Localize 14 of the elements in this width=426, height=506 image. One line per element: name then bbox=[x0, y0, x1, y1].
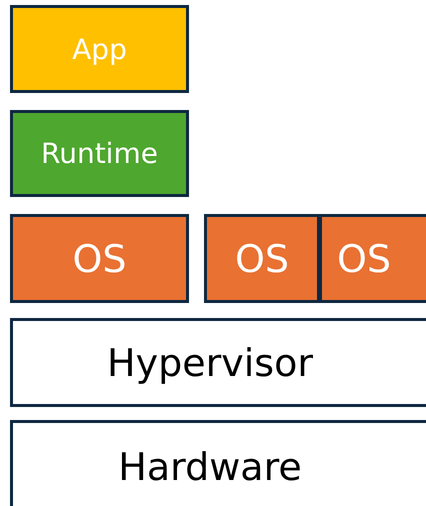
hypervisor-layer-box bbox=[10, 318, 426, 407]
layer-label: Hardware bbox=[118, 445, 302, 489]
runtime-layer-box bbox=[10, 110, 189, 197]
app-layer-box bbox=[10, 5, 189, 93]
os-layer-box bbox=[10, 214, 189, 303]
layer-label: OS bbox=[234, 236, 290, 280]
layer-label: OS bbox=[72, 236, 127, 280]
layer-label: Hypervisor bbox=[107, 340, 313, 384]
layer-label: App bbox=[72, 32, 127, 66]
hardware-layer-box bbox=[10, 420, 426, 506]
layer-label: OS bbox=[336, 236, 392, 280]
os-layer-box bbox=[204, 214, 320, 303]
layer-label: Runtime bbox=[41, 137, 158, 170]
os-layer-box bbox=[319, 214, 426, 303]
